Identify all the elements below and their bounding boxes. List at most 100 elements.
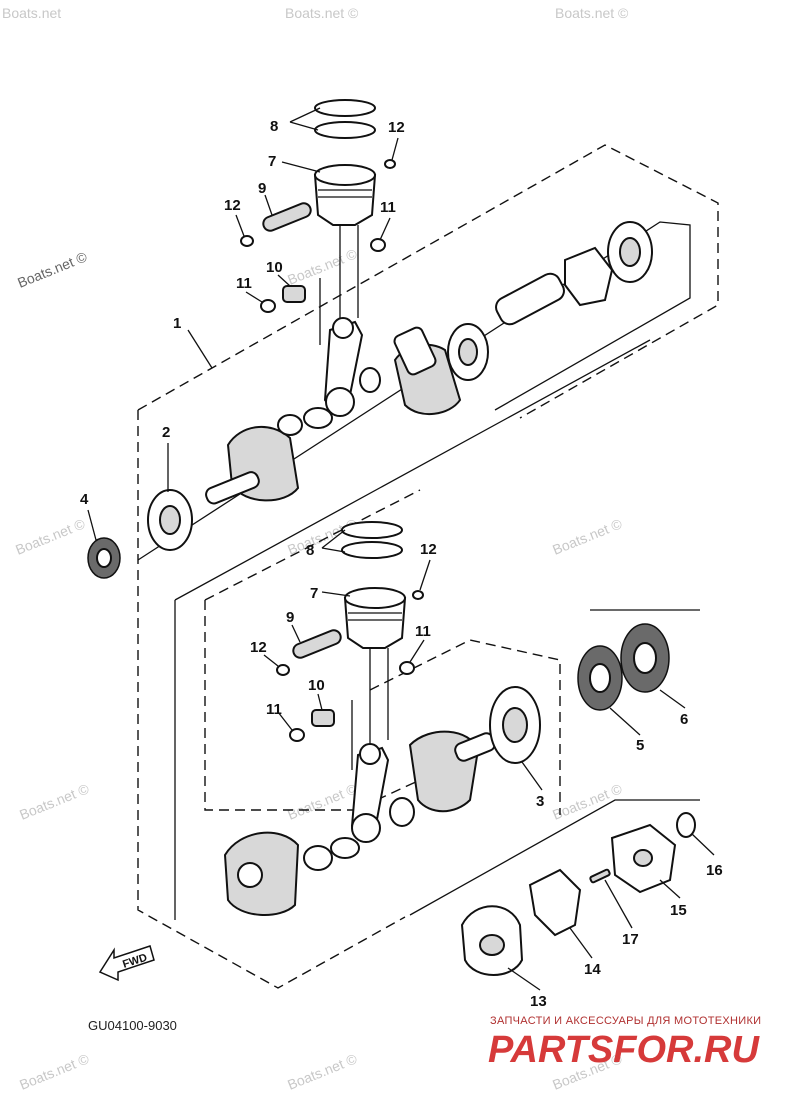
leader-line [264,194,273,216]
callout-17: 17 [622,931,639,948]
callout-labels: 8 12 7 9 12 11 10 11 1 2 4 8 12 7 9 12 1… [80,118,723,1010]
circlip-icon [384,159,396,169]
circlip-icon [412,590,424,600]
leader-line [569,927,593,959]
crank-pin-bore-icon [237,862,263,888]
callout-14: 14 [584,961,601,978]
oil-seal-lip-icon [96,548,112,568]
watermark-boats-net: Boats.net © [17,780,92,823]
piston-ring-icon [314,99,376,117]
callout-7: 7 [268,153,276,170]
callout-7: 7 [310,585,318,602]
watermark-boats-net: Boats.net © [17,1050,92,1093]
callout-2: 2 [162,424,170,441]
circlip-icon [276,664,290,676]
thrust-washer-icon [303,845,333,871]
leader-line [379,217,391,241]
leader-line [609,707,641,736]
shop-logo: PARTSFOR.RU [488,1029,760,1071]
snap-ring-icon [676,812,696,838]
leader-line [277,711,293,731]
rod-big-end-icon [325,387,355,417]
shop-tagline: ЗАПЧАСТИ И АКСЕССУАРЫ ДЛЯ МОТОТЕХНИКИ [490,1015,761,1027]
callout-3: 3 [536,793,544,810]
coupler-hub-icon [633,849,653,867]
leader-line [317,693,323,711]
rubber-damper-icon [528,868,582,937]
oil-seal-lip-icon [589,663,611,693]
coupler-hub-icon [479,934,505,956]
needle-bearing-icon [303,407,333,429]
callout-9: 9 [286,609,294,626]
rod-small-end-icon [332,317,354,339]
watermark-boats-net: Boats.net © [15,248,90,291]
leader-line [281,161,321,173]
callout-16: 16 [706,862,723,879]
callout-5: 5 [636,737,644,754]
bearing-bore-icon [619,237,641,267]
shop-branding: ЗАПЧАСТИ И АКСЕССУАРЫ ДЛЯ МОТОТЕХНИКИ PA… [488,1015,761,1071]
watermark-boats-net: Boats.net © [285,5,359,21]
circlip-icon [240,235,254,247]
crank-stub-shaft-icon [205,471,260,505]
leader-line [187,329,213,369]
callout-8: 8 [270,118,278,135]
watermark-boats-net: Boats.net © [285,1050,360,1093]
watermark-boats-net: Boats.net [2,5,61,21]
callout-9: 9 [258,180,266,197]
piston-pin-icon [292,629,342,659]
leader-line [245,291,263,303]
lower-piston-group [276,521,424,770]
lower-piston-boundary [204,489,561,815]
piston-crown-icon [344,587,406,609]
leader-line [419,559,431,591]
watermark-boats-net: Boats.net © [555,5,629,21]
leader-line [659,689,686,709]
callout-4: 4 [80,491,89,508]
watermark-boats-net: Boats.net © [550,515,625,558]
leader-line [659,879,681,899]
crank-shaft-sleeve-icon [495,272,565,326]
leader-line [87,509,97,541]
bearing-bore-icon [159,505,181,535]
upper-crank-frame [137,221,691,561]
circlip-icon [399,661,415,675]
bearing-bore-icon [502,707,528,743]
circlip-icon [370,238,386,252]
needle-bearing-icon [311,709,335,727]
thrust-washer-icon [289,728,305,742]
callout-11: 11 [415,623,431,640]
lower-crank-frame [174,339,700,920]
leader-lines [87,107,715,991]
callout-12: 12 [388,119,405,136]
thrust-washer-icon [277,414,303,436]
crank-washer-icon [359,367,381,393]
bearing-bore-icon [458,338,478,366]
dowel-pin-icon [589,868,611,884]
callout-10: 10 [266,259,283,276]
callout-12: 12 [420,541,437,558]
piston-crown-icon [314,164,376,186]
crank-pin-icon [393,326,437,376]
thrust-washer-icon [260,299,276,313]
callout-12: 12 [224,197,241,214]
leader-line [289,121,319,131]
callout-12: 12 [250,639,267,656]
leader-line [409,639,425,663]
callout-10: 10 [308,677,325,694]
callout-11: 11 [380,199,396,216]
leader-line [391,137,399,161]
callout-15: 15 [670,902,687,919]
callout-13: 13 [530,993,547,1010]
watermark-boats-net: Boats.net © [13,515,88,558]
leader-line [321,547,346,553]
leader-line [277,274,291,287]
fwd-arrow-shape [98,945,155,982]
leader-line [507,967,541,991]
callout-11: 11 [266,701,282,718]
rod-small-end-icon [359,743,381,765]
watermark-boats-net: Boats.net © [285,245,360,288]
leader-line [291,624,301,643]
piston-pin-icon [262,202,312,232]
